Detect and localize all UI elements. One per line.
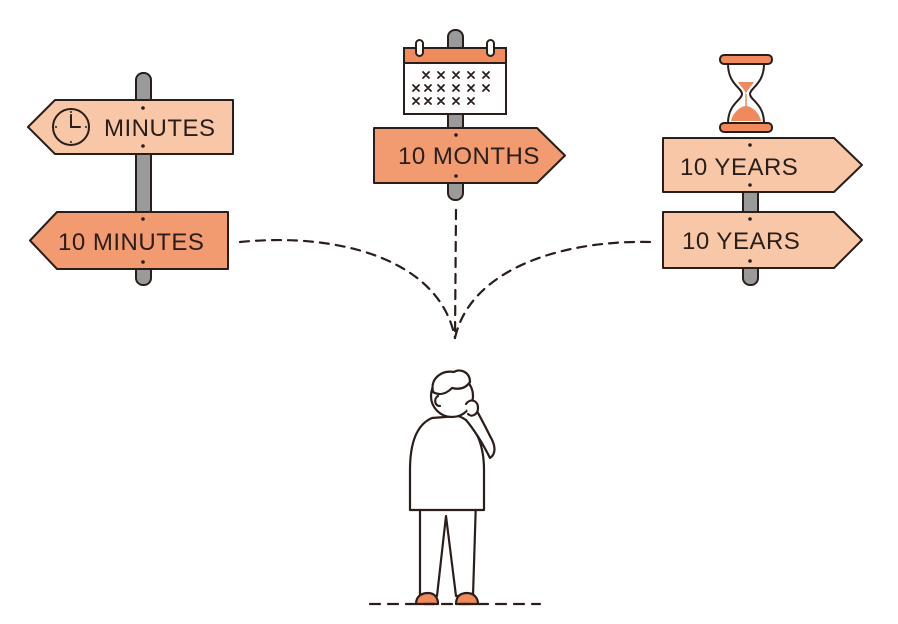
- sign-10-months-label: 10 MONTHS: [398, 143, 540, 170]
- person-arm: [464, 404, 496, 460]
- sign-10-years-bottom-label: 10 YEARS: [682, 228, 800, 255]
- path-left: [238, 238, 457, 340]
- person-shoe-left: [414, 591, 440, 606]
- right-signpost: 10 YEARS 10 YEARS: [662, 54, 863, 286]
- person-shoe-right: [454, 591, 480, 606]
- path-center: [453, 208, 458, 340]
- clock-icon: [52, 108, 90, 146]
- person-hand: [464, 399, 480, 417]
- hourglass-icon: [719, 54, 773, 133]
- center-signpost: 10 MONTHS: [373, 29, 566, 201]
- sign-minutes: MINUTES: [27, 99, 234, 155]
- person-legs: [418, 498, 478, 598]
- sign-10-months: 10 MONTHS: [373, 127, 566, 184]
- dashed-paths: [238, 208, 652, 340]
- sign-10-minutes-label: 10 MINUTES: [58, 229, 204, 256]
- path-right: [453, 240, 652, 340]
- sign-10-minutes: 10 MINUTES: [29, 211, 229, 270]
- person-icon: [408, 369, 496, 606]
- sign-minutes-label: MINUTES: [104, 115, 216, 142]
- calendar-icon: [403, 39, 507, 115]
- sign-10-years-bottom: 10 YEARS: [662, 211, 863, 269]
- sign-10-years-top: 10 YEARS: [662, 137, 863, 193]
- sign-10-years-top-label: 10 YEARS: [680, 154, 798, 181]
- person-hair: [431, 369, 472, 396]
- left-signpost: MINUTES 10 MINUTES: [27, 72, 234, 286]
